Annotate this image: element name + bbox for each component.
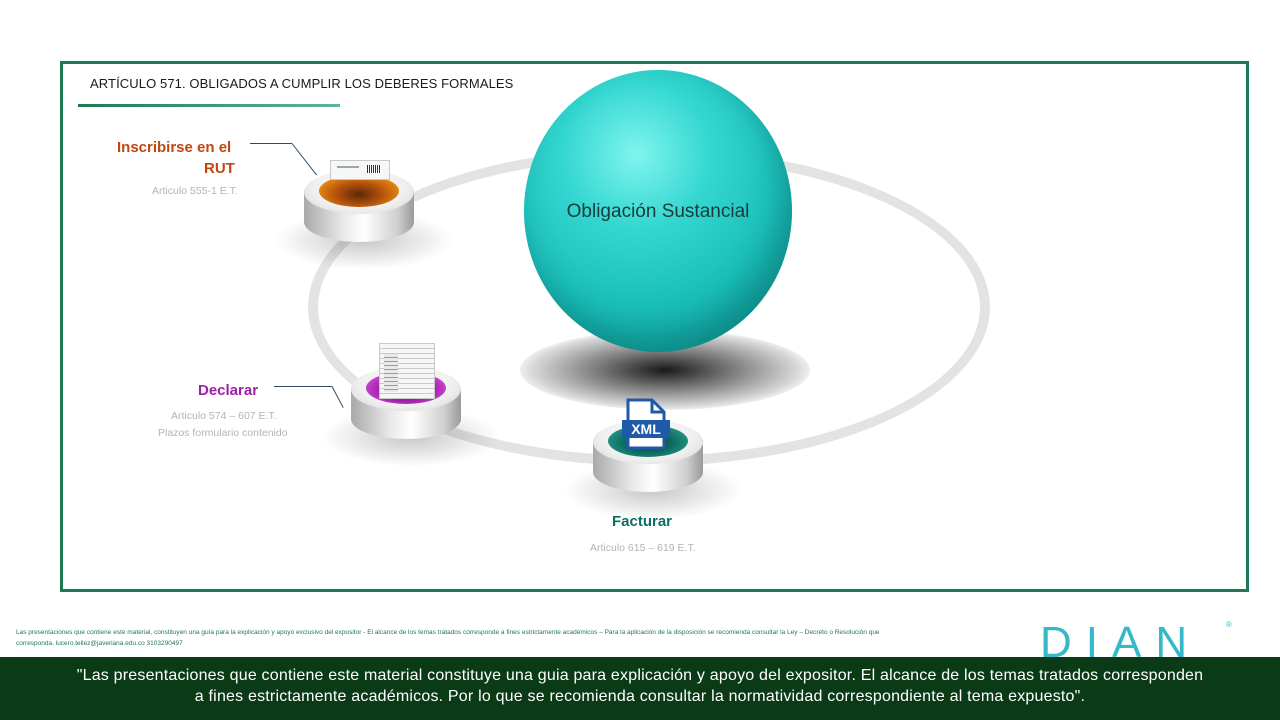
rut-heading-line2: RUT: [204, 160, 235, 177]
footer-disclaimer-line1: Las presentaciones que contiene este mat…: [16, 629, 880, 636]
declarar-form-icon: [379, 343, 435, 399]
rut-reference: Articulo 555-1 E.T.: [152, 185, 238, 197]
caption-text: "Las presentaciones que contiene este ma…: [0, 665, 1280, 707]
rut-leader-h: [250, 143, 292, 144]
obligacion-sustancial-sphere: Obligación Sustancial: [524, 70, 792, 352]
rut-document-icon: [330, 160, 390, 180]
rut-well: [319, 175, 399, 207]
declarar-reference-2: Plazos formulario contenido: [158, 427, 288, 439]
declarar-heading: Declarar: [198, 382, 259, 399]
sphere-label: Obligación Sustancial: [566, 201, 750, 222]
footer-disclaimer-line2: corresponda. lucero.tellez@javeriana.edu…: [16, 640, 183, 647]
declarar-reference: Articulo 574 – 607 E.T.: [171, 410, 277, 422]
slide-title: ARTÍCULO 571. OBLIGADOS A CUMPLIR LOS DE…: [90, 76, 514, 91]
xml-file-icon: XML: [622, 398, 670, 450]
caption-line1: "Las presentaciones que contiene este ma…: [76, 667, 1204, 684]
declarar-leader-h: [274, 386, 332, 387]
registered-mark: ®: [1226, 620, 1232, 629]
facturar-heading: Facturar: [612, 513, 673, 530]
caption-line2: a fines estrictamente académicos. Por lo…: [194, 688, 1086, 705]
slide-frame: [60, 61, 1249, 592]
facturar-reference: Articulo 615 – 619 E.T.: [590, 542, 696, 554]
xml-label: XML: [631, 421, 661, 437]
title-underline: [78, 104, 340, 107]
caption-bar: "Las presentaciones que contiene este ma…: [0, 657, 1280, 720]
rut-heading-line1: Inscribirse en el: [117, 139, 232, 156]
footer-disclaimer: Las presentaciones que contiene este mat…: [16, 627, 1016, 649]
